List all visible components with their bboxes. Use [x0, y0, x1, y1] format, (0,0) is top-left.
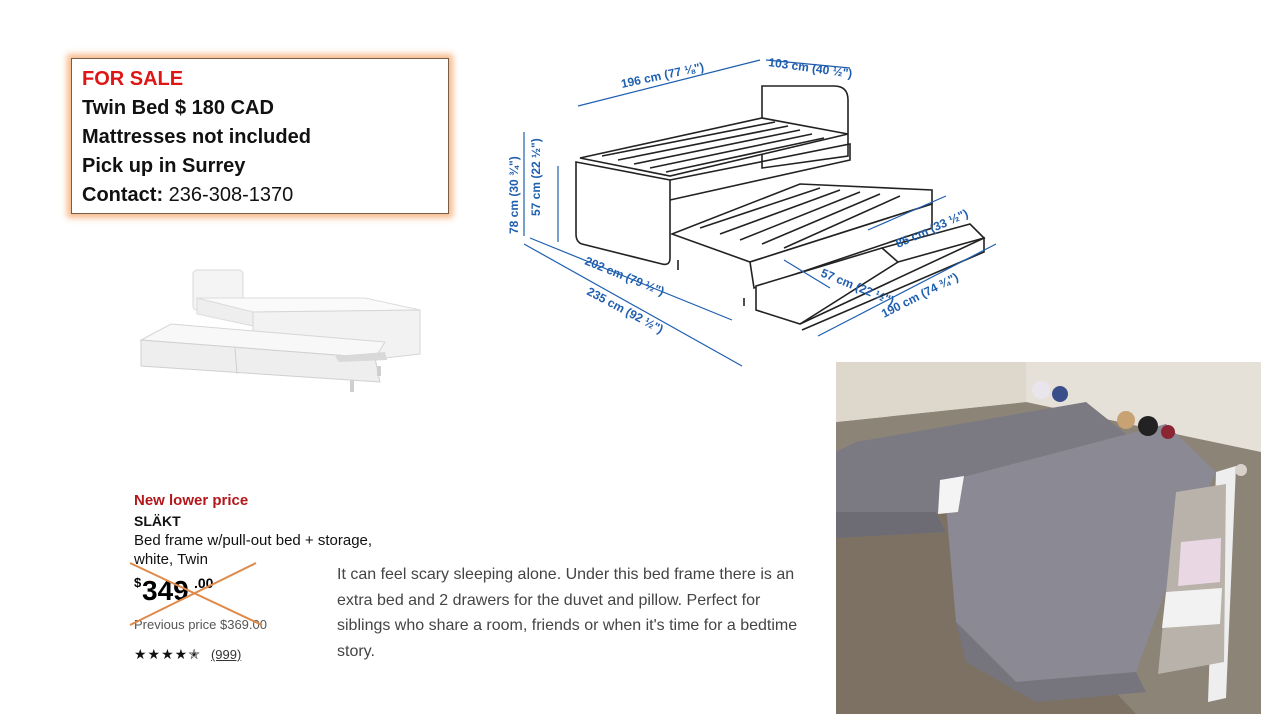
contact-phone: 236-308-1370 — [168, 184, 294, 206]
price-badge: New lower price — [134, 492, 249, 509]
dimension-diagram: 196 cm (77 ⅛") 103 cm (40 ½") 78 cm (30 … — [507, 55, 997, 367]
sale-contact-line: Contact: 236-308-1370 — [82, 181, 448, 210]
star-rating-icon: ★★★★✭ — [134, 646, 201, 662]
sale-title: FOR SALE — [82, 68, 184, 90]
product-name[interactable]: SLÄKT — [134, 513, 181, 529]
sale-pickup-line: Pick up in Surrey — [82, 155, 246, 177]
dim-width-top-label: 103 cm (40 ½") — [768, 55, 854, 81]
price-strikethrough — [129, 562, 263, 626]
dim-side-height-label: 57 cm (22 ½") — [529, 138, 543, 216]
rating-row[interactable]: ★★★★✭ (999) — [134, 646, 434, 663]
price-block: $ 349 .00 — [129, 562, 434, 626]
dim-total-height-label: 78 cm (30 ¾") — [507, 156, 521, 234]
product-description: Bed frame w/pull-out bed + storage, whit… — [134, 532, 373, 568]
product-card: New lower price SLÄKT Bed frame w/pull-o… — [129, 492, 434, 663]
sale-mattress-line: Mattresses not included — [82, 126, 311, 148]
for-sale-notice: FOR SALE Twin Bed $ 180 CAD Mattresses n… — [71, 58, 449, 214]
product-blurb: It can feel scary sleeping alone. Under … — [337, 566, 798, 660]
review-count-link[interactable]: (999) — [210, 647, 242, 662]
price-currency: $ — [134, 575, 142, 590]
room-bed-photo — [836, 362, 1261, 714]
dim-length-top-label: 196 cm (77 ⅛") — [620, 60, 705, 91]
bed-product-image — [139, 269, 421, 392]
contact-label: Contact: — [82, 184, 164, 206]
sale-price-line: Twin Bed $ 180 CAD — [82, 97, 274, 119]
previous-price: Previous price $369.00 — [134, 617, 267, 632]
